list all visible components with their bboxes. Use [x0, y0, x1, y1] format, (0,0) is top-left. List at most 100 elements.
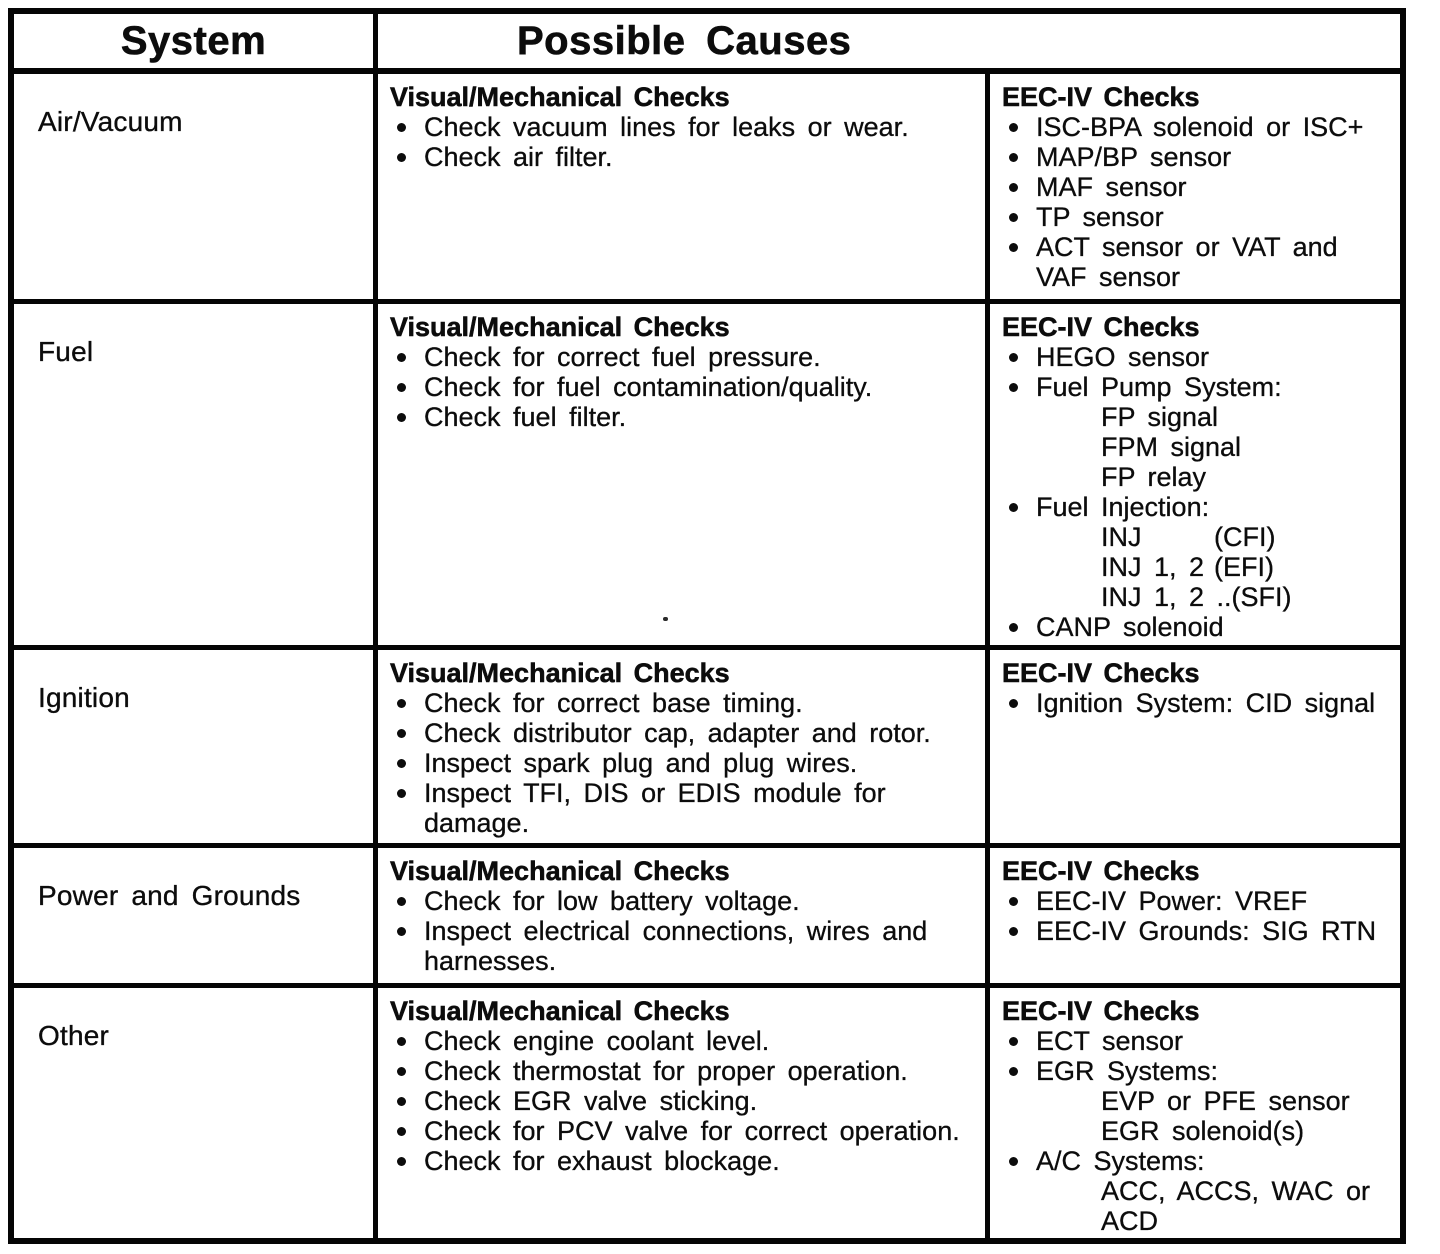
check-item-text: ECT sensor	[1036, 1026, 1184, 1056]
bullet-icon	[1009, 183, 1018, 192]
check-item-text: EEC-IV Power: VREF	[1036, 886, 1308, 916]
eec-check-item: EEC-IV Grounds: SIG RTN	[1002, 916, 1392, 946]
eec-iv-checks-header: EEC-IV Checks	[1002, 856, 1200, 887]
check-item-text: Fuel Injection:	[1036, 492, 1210, 522]
check-item-text: INJ 1, 2 ..(SFI)	[1101, 582, 1292, 612]
bullet-icon	[1009, 699, 1018, 708]
check-item-right-text: (CFI)	[1214, 522, 1276, 552]
bullet-icon	[397, 729, 406, 738]
check-item-text: Check thermostat for proper operation.	[424, 1056, 908, 1086]
check-item-text: Check distributor cap, adapter and rotor…	[424, 718, 931, 748]
eec-check-item: EEC-IV Power: VREF	[1002, 886, 1392, 916]
bullet-icon	[1009, 1157, 1018, 1166]
check-item-text: Check air filter.	[424, 142, 613, 172]
eec-check-item: Ignition System: CID signal	[1002, 688, 1392, 718]
bullet-icon	[1009, 623, 1018, 632]
bullet-icon	[1009, 927, 1018, 936]
scan-noise-speck	[663, 617, 668, 621]
eec-check-item: ACD	[1002, 1206, 1392, 1236]
check-item-text: INJ (CFI)	[1101, 522, 1276, 552]
bullet-icon	[1009, 1037, 1018, 1046]
eec-check-item: INJ (CFI)	[1002, 522, 1392, 552]
eec-check-item: ISC-BPA solenoid or ISC+	[1002, 112, 1392, 142]
check-item-text: Check for correct base timing.	[424, 688, 803, 718]
visual-check-item: Check distributor cap, adapter and rotor…	[390, 718, 977, 748]
bullet-icon	[1009, 213, 1018, 222]
check-item-text: EGR Systems:	[1036, 1056, 1219, 1086]
eec-check-item: CANP solenoid	[1002, 612, 1392, 642]
bullet-icon	[397, 1037, 406, 1046]
bullet-icon	[397, 699, 406, 708]
check-item-text: Check fuel filter.	[424, 402, 627, 432]
check-item-text: Ignition System: CID signal	[1036, 688, 1376, 718]
bullet-icon	[1009, 897, 1018, 906]
check-item-text: Check for low battery voltage.	[424, 886, 800, 916]
check-item-text: Check for correct fuel pressure.	[424, 342, 821, 372]
eec-check-item: MAP/BP sensor	[1002, 142, 1392, 172]
check-item-text: HEGO sensor	[1036, 342, 1210, 372]
visual-check-item: harnesses.	[390, 946, 977, 976]
check-item-text: Check vacuum lines for leaks or wear.	[424, 112, 909, 142]
check-item-text: Fuel Pump System:	[1036, 372, 1282, 402]
bullet-icon	[397, 123, 406, 132]
check-item-text: MAP/BP sensor	[1036, 142, 1232, 172]
check-item-left-text: INJ	[1101, 522, 1142, 552]
header-system-label: System	[120, 18, 267, 63]
eec-check-item: ECT sensor	[1002, 1026, 1392, 1056]
bullet-icon	[397, 927, 406, 936]
check-item-text: harnesses.	[424, 946, 557, 976]
bullet-icon	[397, 353, 406, 362]
eec-check-item: Fuel Injection:	[1002, 492, 1392, 522]
bullet-icon	[397, 1097, 406, 1106]
system-label: Ignition	[38, 682, 130, 713]
eec-iv-checks-header: EEC-IV Checks	[1002, 658, 1200, 689]
visual-check-item: Check EGR valve sticking.	[390, 1086, 977, 1116]
check-item-text: Inspect TFI, DIS or EDIS module for	[424, 778, 886, 808]
eec-check-item: FP signal	[1002, 402, 1392, 432]
system-label: Fuel	[38, 336, 94, 367]
bullet-icon	[1009, 503, 1018, 512]
eec-check-item: A/C Systems:	[1002, 1146, 1392, 1176]
visual-check-item: Inspect TFI, DIS or EDIS module for	[390, 778, 977, 808]
eec-check-item: HEGO sensor	[1002, 342, 1392, 372]
check-item-left-text: INJ 1, 2	[1101, 552, 1205, 582]
check-item-text: INJ 1, 2 (EFI)	[1101, 552, 1274, 582]
eec-check-item: EGR Systems:	[1002, 1056, 1392, 1086]
visual-mechanical-checks-header: Visual/Mechanical Checks	[390, 658, 730, 689]
visual-check-item: Check vacuum lines for leaks or wear.	[390, 112, 977, 142]
check-item-right-text: (EFI)	[1214, 552, 1274, 582]
visual-check-item: Check thermostat for proper operation.	[390, 1056, 977, 1086]
visual-mechanical-checks-header: Visual/Mechanical Checks	[390, 82, 730, 113]
check-item-text: EVP or PFE sensor	[1101, 1086, 1350, 1116]
system-cell: Air/Vacuum	[14, 74, 378, 304]
check-item-left-text: INJ 1, 2 ..	[1101, 582, 1232, 612]
visual-check-item: Inspect electrical connections, wires an…	[390, 916, 977, 946]
eec-check-item: TP sensor	[1002, 202, 1392, 232]
check-item-text: MAF sensor	[1036, 172, 1187, 202]
header-possible-causes-cell: Possible Causes	[378, 14, 1400, 74]
visual-mechanical-checks-header: Visual/Mechanical Checks	[390, 856, 730, 887]
check-item-text: FPM signal	[1101, 432, 1242, 462]
check-item-text: damage.	[424, 808, 530, 838]
header-system-cell: System	[14, 14, 378, 74]
check-item-text: Check for fuel contamination/quality.	[424, 372, 873, 402]
check-item-text: A/C Systems:	[1036, 1146, 1205, 1176]
bullet-icon	[1009, 153, 1018, 162]
eec-check-item: FPM signal	[1002, 432, 1392, 462]
bullet-icon	[397, 383, 406, 392]
bullet-icon	[397, 897, 406, 906]
visual-check-item: Check for low battery voltage.	[390, 886, 977, 916]
eec-check-item: VAF sensor	[1002, 262, 1392, 292]
visual-check-item: Check for fuel contamination/quality.	[390, 372, 977, 402]
visual-mechanical-checks-header: Visual/Mechanical Checks	[390, 312, 730, 343]
check-item-text: VAF sensor	[1036, 262, 1181, 292]
visual-check-item: Check for correct fuel pressure.	[390, 342, 977, 372]
check-item-text: ISC-BPA solenoid or ISC+	[1036, 112, 1364, 142]
